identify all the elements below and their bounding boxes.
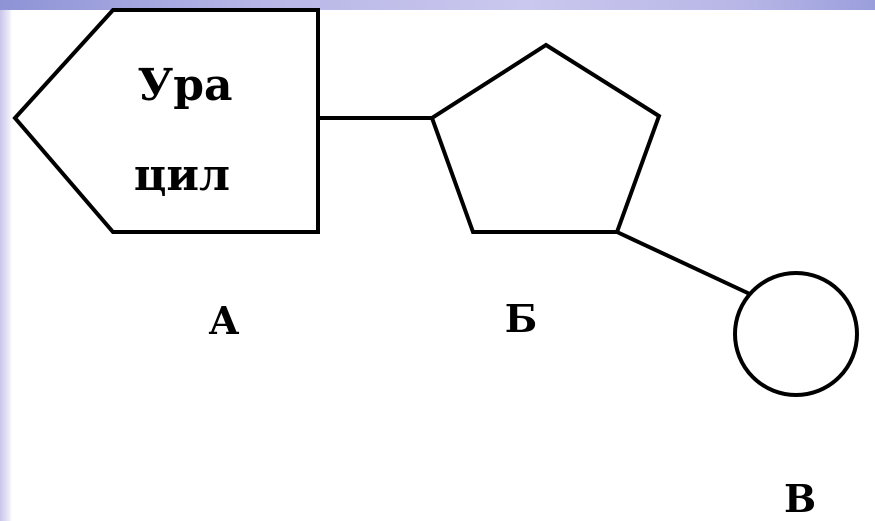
part-label-a: А <box>209 298 240 343</box>
slide-frame-top-edge <box>0 0 875 10</box>
part-label-b: Б <box>505 296 537 341</box>
sugar-pentagon <box>429 42 662 234</box>
phosphate-circle <box>733 271 859 397</box>
base-label-line1: Ура <box>138 60 233 111</box>
nitrogenous-base-shape <box>12 8 320 234</box>
base-label-line2: цил <box>134 150 230 201</box>
slide-frame-left-edge <box>0 0 12 521</box>
part-label-c: В <box>784 476 816 521</box>
sugar-phosphate-bond <box>616 230 753 297</box>
